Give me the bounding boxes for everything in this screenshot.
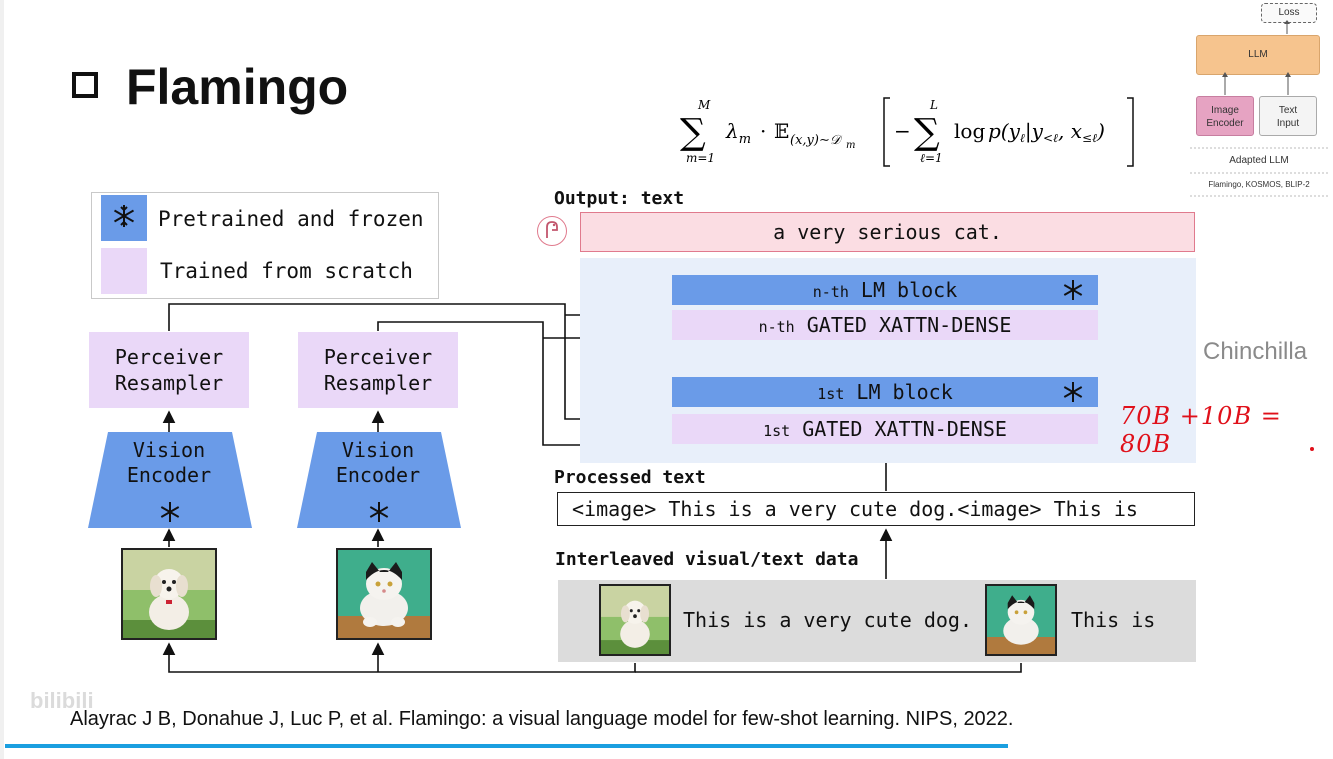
perceiver-2-line1: Perceiver — [323, 345, 433, 369]
vision-encoder-2-line1: Vision — [341, 438, 415, 462]
flamingo-icon — [537, 216, 567, 246]
snowflake-icon — [1063, 280, 1083, 300]
snowflake-icon — [160, 502, 180, 522]
lm-block-1: 1st LM block — [672, 377, 1098, 407]
mini-loss-box: Loss — [1261, 3, 1317, 23]
perceiver-1-line1: Perceiver — [114, 345, 224, 369]
formula-inner-bottom: ℓ=1 — [920, 151, 943, 165]
lm-block-n-prefix: n-th — [812, 283, 849, 301]
legend-scratch-label: Trained from scratch — [160, 259, 413, 283]
vision-encoder-1 — [88, 432, 252, 528]
formula-sum-bottom: m=1 — [686, 151, 715, 165]
mini-diagram-connectors — [1190, 20, 1328, 197]
xattn-1-label: GATED XATTN-DENSE — [802, 417, 1007, 441]
interleaved-text-1: This is a very cute dog. — [683, 608, 972, 632]
processed-text-label: Processed text — [554, 467, 706, 488]
dog-photo-small — [599, 584, 671, 656]
video-watermark: bilibili — [30, 688, 94, 713]
gated-xattn-1: 1st GATED XATTN-DENSE — [672, 414, 1098, 444]
vision-encoder-2-line2: Encoder — [335, 463, 421, 487]
perceiver-resampler-1: Perceiver Resampler — [89, 332, 249, 408]
svg-text:∑: ∑ — [914, 112, 940, 153]
svg-text:m: m — [846, 140, 855, 151]
mini-adapted-label: Adapted LLM — [1229, 155, 1289, 166]
cat-photo — [336, 548, 432, 640]
dog-photo — [121, 548, 217, 640]
vision-encoder-1-line2: Encoder — [126, 463, 212, 487]
svg-text:−: − — [894, 119, 911, 143]
formula-inner-top: L — [929, 98, 938, 112]
snowflake-icon — [369, 502, 389, 522]
annotation-dot — [1310, 447, 1314, 451]
progress-bar[interactable] — [5, 744, 1008, 748]
vision-encoder-2-label: Vision Encoder — [298, 438, 458, 488]
legend-frozen-swatch — [101, 195, 147, 241]
mini-llm-box: LLM — [1196, 35, 1320, 75]
svg-text:(x,y)∼𝒟: (x,y)∼𝒟 — [790, 133, 843, 148]
output-label: Output: text — [554, 188, 685, 209]
processed-text-box: <image> This is a very cute dog.<image> … — [557, 492, 1195, 526]
mini-text-input-line2: Input — [1276, 118, 1300, 129]
snowflake-icon — [113, 205, 135, 227]
svg-text:𝔼: 𝔼 — [774, 119, 789, 143]
xattn-n-prefix: n-th — [758, 318, 795, 336]
legend — [91, 192, 439, 299]
lm-block-n-label: LM block — [860, 278, 958, 302]
xattn-n-label: GATED XATTN-DENSE — [806, 313, 1012, 337]
lm-block-1-label: LM block — [856, 380, 953, 404]
interleaved-label: Interleaved visual/text data — [555, 549, 859, 570]
mini-models-label: Flamingo, KOSMOS, BLIP-2 — [1208, 180, 1310, 189]
vision-encoder-2 — [297, 432, 461, 528]
formula-sum-top: M — [697, 98, 711, 112]
perceiver-1-line2: Resampler — [114, 371, 224, 395]
output-text-box: a very serious cat. — [580, 212, 1195, 252]
perceiver-resampler-2: Perceiver Resampler — [298, 332, 458, 408]
chinchilla-note: Chinchilla — [1203, 338, 1308, 365]
mini-image-encoder-line1: Image — [1211, 105, 1239, 116]
vision-encoder-1-line1: Vision — [132, 438, 206, 462]
svg-text:·: · — [760, 119, 766, 143]
perceiver-2-line2: Resampler — [323, 371, 433, 395]
legend-scratch-swatch — [101, 248, 147, 294]
handwritten-annotation: 70B +10B = 80B — [1120, 402, 1282, 458]
svg-text:log: log — [954, 119, 985, 143]
interleaved-text-2: This is — [1071, 608, 1156, 632]
gated-xattn-n: n-th GATED XATTN-DENSE — [672, 310, 1098, 340]
vision-encoder-1-label: Vision Encoder — [89, 438, 249, 488]
lm-block-1-prefix: 1st — [817, 385, 845, 403]
mini-text-input-line1: Text — [1278, 105, 1298, 116]
title-square-icon — [72, 72, 98, 98]
mini-image-encoder-line2: Encoder — [1206, 118, 1244, 129]
mini-text-input-box: Text Input — [1259, 96, 1317, 136]
snowflake-icon — [1063, 382, 1083, 402]
svg-text:∑: ∑ — [680, 112, 706, 153]
left-edge-strip — [0, 0, 4, 759]
page-title: Flamingo — [126, 59, 349, 115]
cat-photo-small — [985, 584, 1057, 656]
mini-image-encoder-box: Image Encoder — [1196, 96, 1254, 136]
legend-frozen-label: Pretrained and frozen — [158, 207, 424, 231]
xattn-1-prefix: 1st — [763, 422, 791, 440]
loss-formula: M ∑ m=1 λm · 𝔼 (x,y)∼𝒟 m − L ∑ ℓ=1 log p… — [680, 97, 1134, 167]
citation: Alayrac J B, Donahue J, Luc P, et al. Fl… — [70, 708, 1014, 730]
lm-block-n: n-th LM block — [672, 275, 1098, 305]
